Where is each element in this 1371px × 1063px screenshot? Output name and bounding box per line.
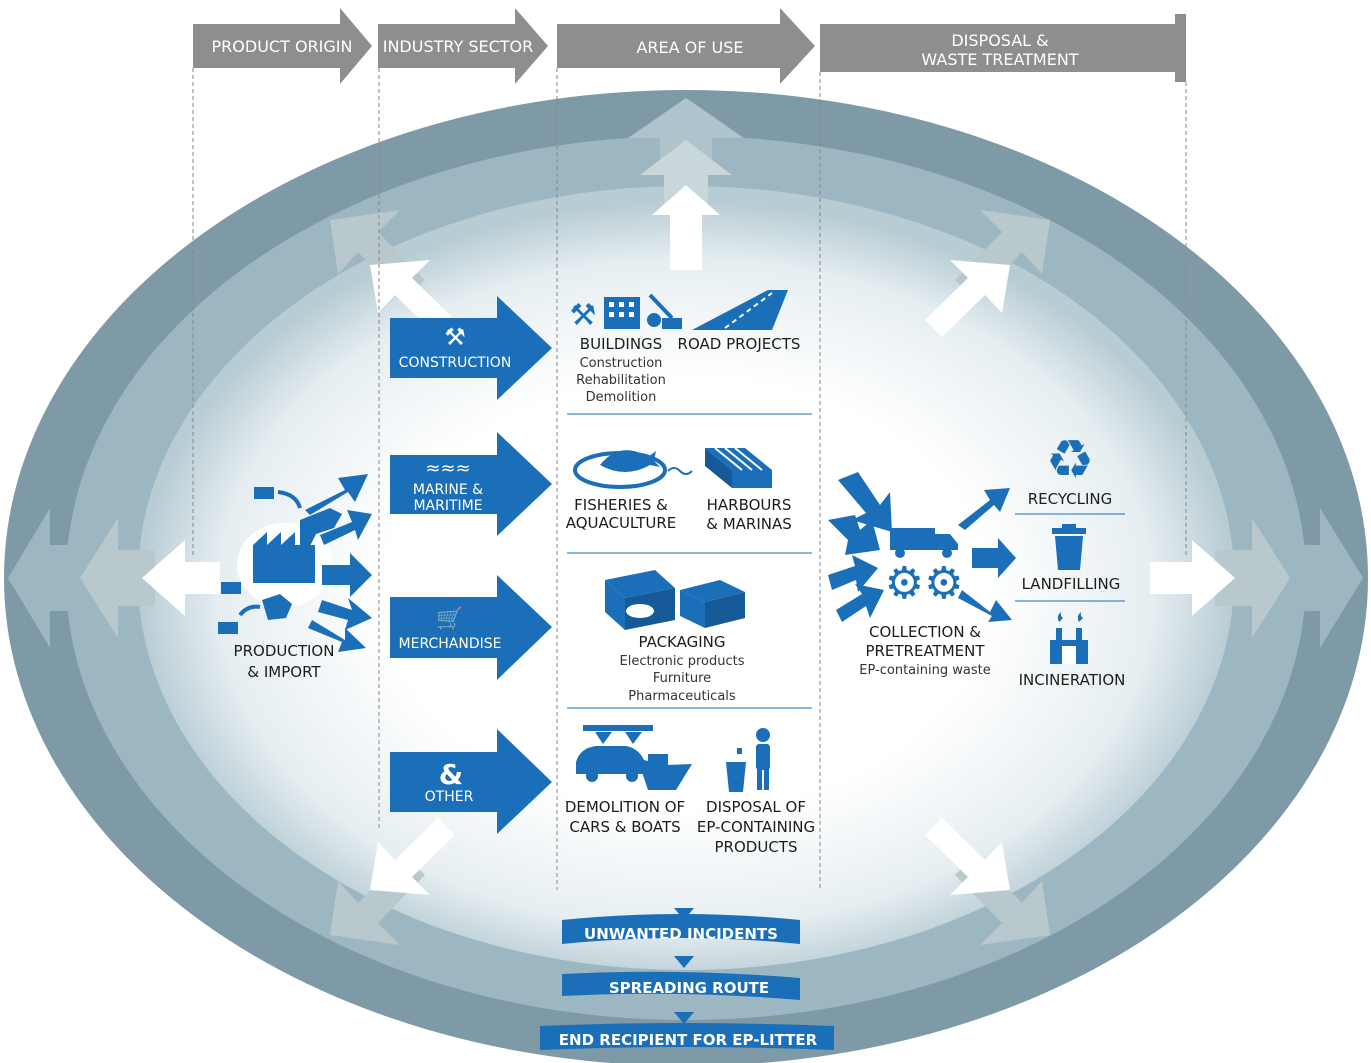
- sector-arrows: ⚒ CONSTRUCTION ≈≈≈ MARINE & MARITIME 🛒 M…: [390, 296, 552, 834]
- sector-arrow-construction: [390, 296, 552, 400]
- stage-arrow-product-origin: [193, 8, 372, 84]
- tools-icon: ⚒: [570, 298, 597, 333]
- factory-small-icon: [254, 487, 274, 499]
- treatment-options: ♻ RECYCLING LANDFILLING INCINERATION: [1015, 428, 1125, 689]
- production-label-1: PRODUCTION: [234, 642, 335, 660]
- area-of-use: ⚒ BUILDINGS Construction Rehabilitation …: [565, 290, 815, 856]
- guide-lines: [192, 68, 1187, 890]
- packaging-title: PACKAGING: [638, 633, 725, 651]
- car-boat-press-icon: [576, 725, 692, 790]
- incineration-label: INCINERATION: [1019, 671, 1126, 689]
- sector-arrow-marine: [390, 432, 552, 536]
- box-icon: [680, 580, 745, 628]
- collection-pretreatment: ⚙⚙ COLLECTION & PRETREATMENT EP-containi…: [828, 472, 1016, 678]
- band-spreading-route: [562, 971, 800, 1000]
- landfilling-label: LANDFILLING: [1022, 575, 1121, 593]
- stage-arrow-disposal: [820, 14, 1186, 82]
- sector-label-other: OTHER: [425, 789, 474, 805]
- harbours-label-1: HARBOURS: [707, 496, 792, 514]
- stage-label-disposal-1: DISPOSAL &: [951, 31, 1048, 50]
- sector-arrow-merchandise: [390, 575, 552, 680]
- ampersand-icon: &: [439, 758, 463, 791]
- production-label-2: & IMPORT: [247, 663, 321, 681]
- packaging-sub-2: Furniture: [653, 671, 711, 686]
- collection-label-1: COLLECTION &: [869, 623, 981, 641]
- stage-label-product-origin: PRODUCT ORIGIN: [212, 37, 353, 56]
- sector-label-construction: CONSTRUCTION: [399, 355, 512, 371]
- stage-label-area-of-use: AREA OF USE: [636, 38, 743, 57]
- collection-sub: EP-containing waste: [859, 663, 990, 678]
- sector-arrow-other: [390, 729, 552, 834]
- waves-icon: ≈≈≈: [425, 458, 470, 479]
- fisheries-label-2: AQUACULTURE: [566, 514, 677, 532]
- crane-icon: [647, 293, 682, 329]
- stage-headers: PRODUCT ORIGIN INDUSTRY SECTOR AREA OF U…: [193, 8, 1186, 84]
- hammer-wrench-icon: ⚒: [444, 323, 466, 351]
- demolition-label-1: DEMOLITION OF: [565, 798, 685, 816]
- band-label-spreading: SPREADING ROUTE: [609, 979, 769, 997]
- sector-label-marine-2: MARITIME: [413, 498, 482, 514]
- map-icon: [300, 508, 342, 546]
- gears-icon: ⚙⚙: [885, 558, 964, 609]
- person-trash-icon: [726, 728, 770, 792]
- ring-arrows: [8, 98, 1363, 945]
- band-unwanted-incidents: [562, 914, 800, 944]
- disposal-label-3: PRODUCTS: [715, 838, 798, 856]
- buildings-title: BUILDINGS: [580, 335, 662, 353]
- band-end-recipient: [540, 1023, 834, 1050]
- recycling-label: RECYCLING: [1028, 490, 1113, 508]
- production-import: PRODUCTION & IMPORT: [218, 474, 372, 681]
- buildings-sub-2: Rehabilitation: [576, 373, 666, 388]
- fish-icon: [600, 450, 660, 472]
- collection-label-2: PRETREATMENT: [865, 642, 985, 660]
- demolition-label-2: CARS & BOATS: [569, 818, 680, 836]
- packaging-sub-3: Pharmaceuticals: [628, 689, 736, 704]
- band-label-unwanted: UNWANTED INCIDENTS: [584, 925, 778, 943]
- stage-arrow-area-of-use: [557, 8, 815, 84]
- stage-label-disposal-2: WASTE TREATMENT: [921, 50, 1078, 69]
- truck-icon: [890, 528, 958, 558]
- box-open-icon: [605, 570, 675, 630]
- buildings-sub-3: Demolition: [586, 390, 657, 405]
- band-label-end-recipient: END RECIPIENT FOR EP-LITTER: [559, 1031, 818, 1049]
- disposal-label-1: DISPOSAL OF: [706, 798, 806, 816]
- sector-label-marine-1: MARINE &: [413, 482, 483, 498]
- stage-label-industry-sector: INDUSTRY SECTOR: [383, 37, 534, 56]
- packaging-sub-1: Electronic products: [620, 654, 745, 669]
- sector-label-merchandise: MERCHANDISE: [399, 636, 502, 652]
- buildings-sub-1: Construction: [580, 356, 663, 371]
- bottom-bands: UNWANTED INCIDENTS SPREADING ROUTE END R…: [540, 908, 834, 1050]
- stage-arrow-industry-sector: [378, 8, 548, 84]
- recycling-icon: ♻: [1046, 428, 1094, 491]
- harbours-label-2: & MARINAS: [706, 515, 792, 533]
- pier-icon: [705, 447, 772, 488]
- disposal-label-2: EP-CONTAINING: [697, 818, 815, 836]
- landfill-bin-icon: [1052, 524, 1086, 570]
- road-projects-title: ROAD PROJECTS: [678, 335, 801, 353]
- fisheries-label-1: FISHERIES &: [574, 496, 668, 514]
- shopping-cart-icon: 🛒: [436, 606, 463, 632]
- factory-icon: [253, 545, 315, 583]
- incinerator-icon: [1050, 612, 1088, 664]
